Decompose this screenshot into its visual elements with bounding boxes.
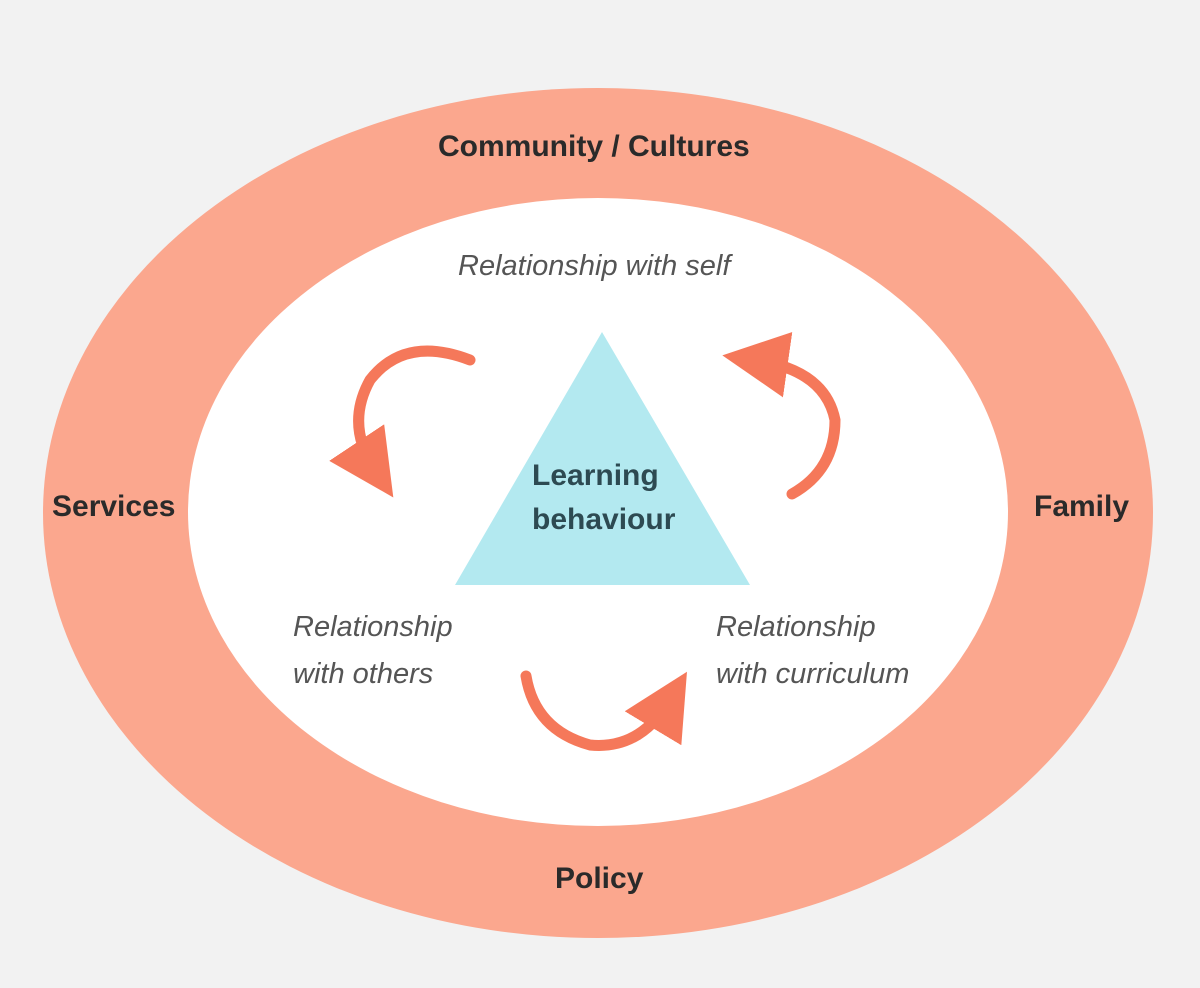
curriculum-line-2: with curriculum <box>716 658 910 690</box>
label-services: Services <box>52 490 176 523</box>
label-learning-behaviour: Learning behaviour <box>532 454 675 542</box>
center-line-1: Learning <box>532 459 659 492</box>
label-policy: Policy <box>555 862 644 895</box>
curriculum-line-1: Relationship <box>716 611 876 643</box>
curved-arrow-icon <box>329 345 476 498</box>
label-relationship-curriculum: Relationship with curriculum <box>716 604 909 698</box>
label-family: Family <box>1034 490 1130 523</box>
learning-triangle <box>455 332 750 585</box>
curved-arrow-icon <box>722 332 841 500</box>
label-relationship-self: Relationship with self <box>458 250 731 282</box>
center-line-2: behaviour <box>532 503 676 536</box>
label-relationship-others: Relationship with others <box>293 604 453 698</box>
others-line-2: with others <box>293 658 434 690</box>
curved-arrow-icon <box>520 670 687 751</box>
label-community-cultures: Community / Cultures <box>438 130 750 163</box>
others-line-1: Relationship <box>293 611 453 643</box>
